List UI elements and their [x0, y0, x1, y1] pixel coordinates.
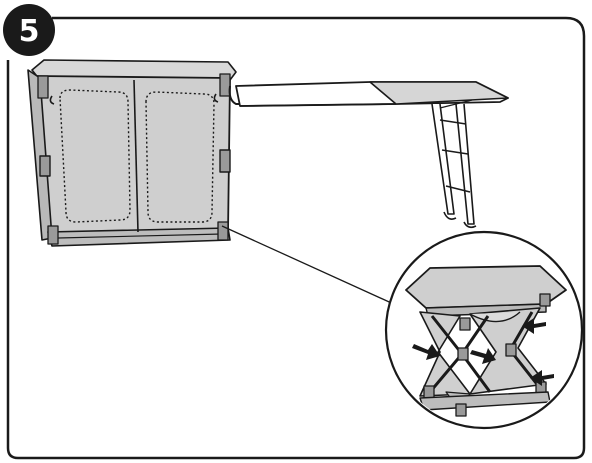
step-number-badge: 5: [3, 4, 55, 56]
cabinet-door-divider: [133, 79, 139, 233]
detail-magnifier: [384, 230, 584, 430]
step-frame-border: [6, 16, 586, 460]
arrow-icon: [522, 318, 546, 334]
table-extension-panel: [369, 81, 509, 105]
detail-arrows: [412, 318, 554, 386]
left-door-seam: [59, 89, 131, 223]
side-table: [228, 81, 509, 229]
step-number-text: 5: [19, 14, 40, 49]
arrow-icon: [530, 370, 554, 386]
left-latch: [39, 155, 51, 177]
detail-leader-line: [221, 225, 399, 307]
table-hinge: [228, 85, 240, 105]
cabinet-body: [35, 75, 231, 239]
arrow-icon: [470, 348, 496, 364]
cabinet: [27, 59, 237, 247]
arrow-icon: [412, 344, 440, 360]
table-leg-back: [455, 103, 475, 225]
right-latch: [219, 149, 231, 173]
